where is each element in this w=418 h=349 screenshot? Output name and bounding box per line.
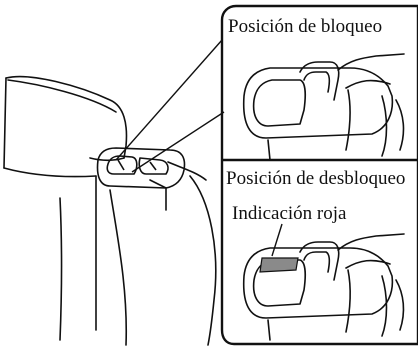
callout-leader-lines xyxy=(115,39,225,173)
lock-position-drawing xyxy=(242,53,405,161)
callout-frame xyxy=(220,4,418,346)
lock-position-label: Posición de bloqueo xyxy=(228,16,382,37)
red-indicator-leader xyxy=(271,223,283,257)
seatback-lock-knob xyxy=(96,147,186,189)
seatback-illustration xyxy=(3,75,217,346)
red-indicator-patch xyxy=(259,257,299,273)
red-indicator-label: Indicación roja xyxy=(232,203,347,224)
unlock-position-label: Posición de desbloqueo xyxy=(226,168,405,189)
unlock-position-drawing xyxy=(242,233,405,341)
